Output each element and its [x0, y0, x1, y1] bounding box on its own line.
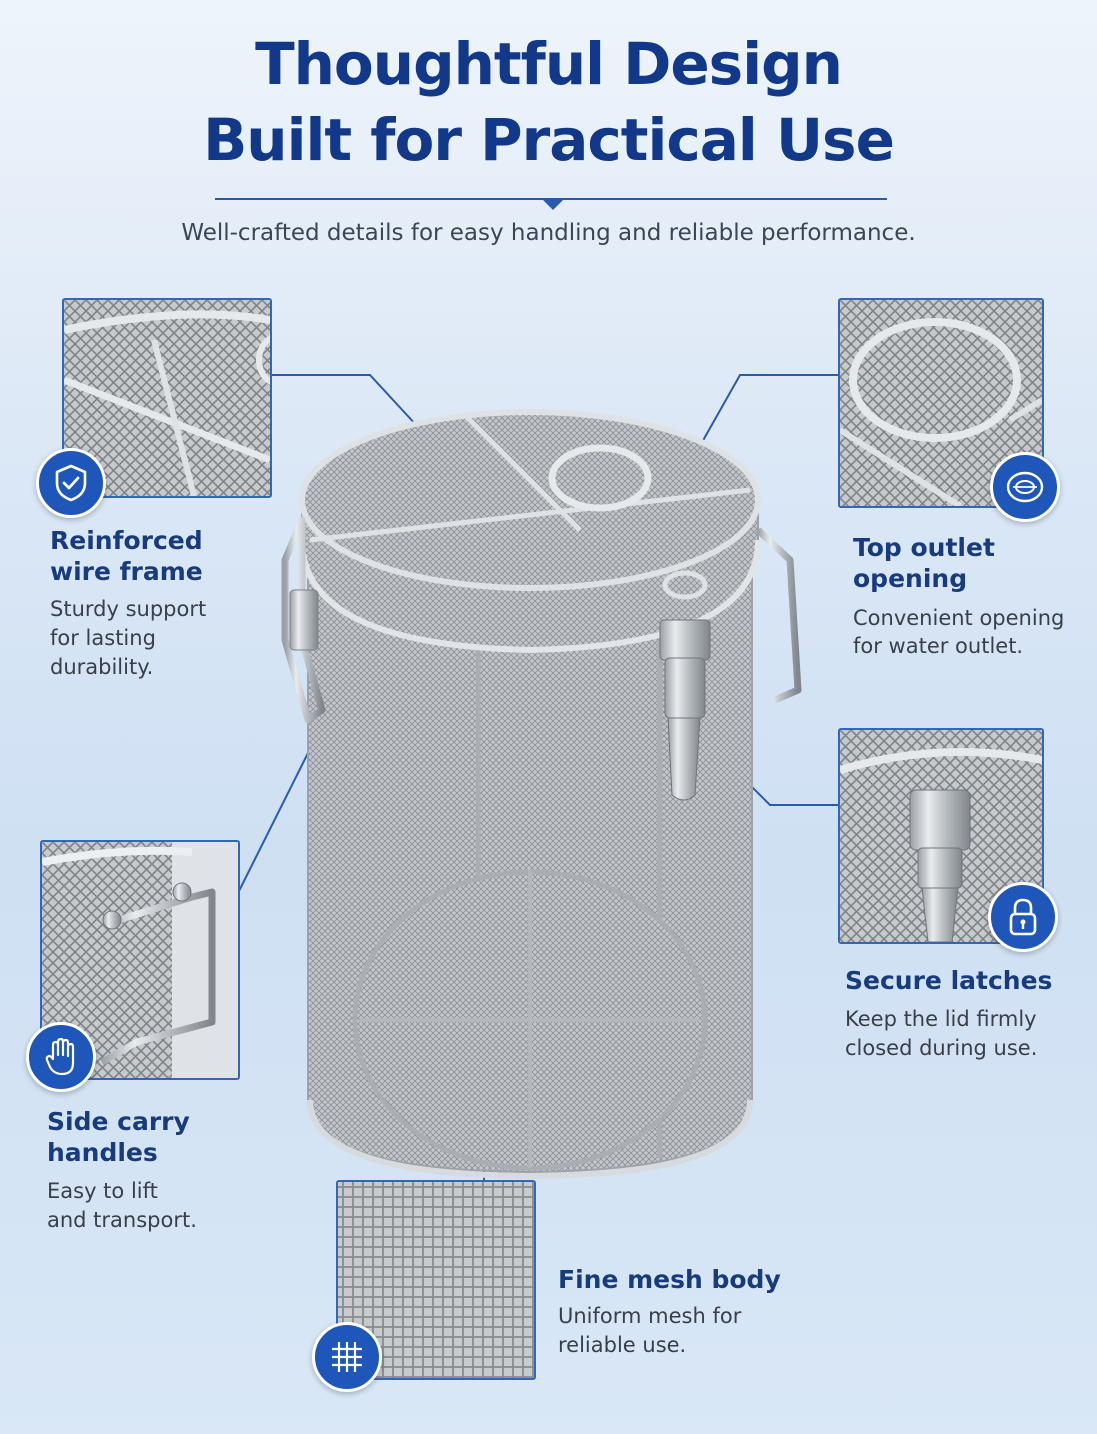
mesh-title: Fine mesh body — [558, 1265, 781, 1294]
handles-title-line2: handles — [47, 1138, 158, 1167]
page-title-line2: Built for Practical Use — [203, 106, 895, 174]
latch-detail-image — [838, 728, 1044, 944]
handles-desc-line1: Easy to lift — [47, 1179, 158, 1203]
frame-desc-line1: Sturdy support — [50, 597, 207, 621]
divider-notch — [542, 199, 564, 210]
page-subtitle: Well-crafted details for easy handling a… — [181, 220, 916, 246]
latch-desc-line1: Keep the lid firmly — [845, 1007, 1037, 1031]
handles-title-line1: Side carry — [47, 1107, 190, 1136]
handles-desc-line2: and transport. — [47, 1208, 197, 1232]
connector-frame — [272, 374, 431, 441]
water-outlet-icon — [990, 452, 1060, 522]
latch-title: Secure latches — [845, 966, 1053, 995]
outlet-desc-line2: for water outlet. — [853, 634, 1024, 658]
grid-mesh-icon — [312, 1322, 382, 1392]
outlet-title-line1: Top outlet — [853, 533, 995, 562]
outlet-desc-line1: Convenient opening — [853, 606, 1065, 630]
frame-title-line2: wire frame — [50, 557, 203, 586]
frame-desc-line2: for lasting — [50, 626, 156, 650]
page-title-line1: Thoughtful Design — [255, 30, 843, 98]
mesh-desc-line1: Uniform mesh for — [558, 1304, 742, 1328]
frame-desc-line3: durability. — [50, 655, 154, 679]
connector-outlet — [691, 374, 838, 461]
connector-handles — [236, 732, 319, 896]
hand-icon — [26, 1022, 96, 1092]
handles-detail-image — [40, 840, 240, 1080]
frame-detail-image — [62, 298, 272, 498]
lock-icon — [988, 882, 1058, 952]
frame-title-line1: Reinforced — [50, 526, 203, 555]
outlet-title-line2: opening — [853, 564, 968, 593]
mesh-desc-line2: reliable use. — [558, 1333, 687, 1357]
shield-check-icon — [36, 448, 106, 518]
latch-desc-line2: closed during use. — [845, 1036, 1038, 1060]
mesh-basket-image — [281, 409, 802, 1180]
